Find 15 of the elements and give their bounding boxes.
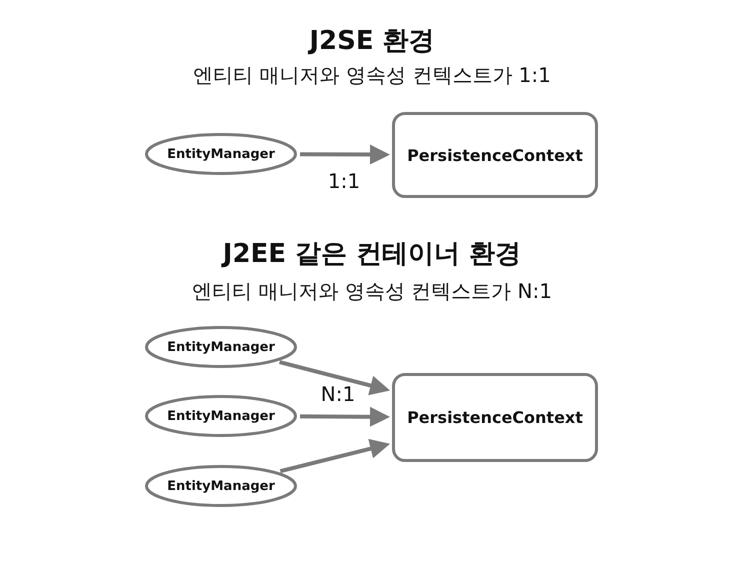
- oval-node: EntityManager: [145, 133, 297, 175]
- oval-node: EntityManager: [145, 395, 297, 437]
- arrow: [300, 144, 390, 165]
- oval-node: EntityManager: [145, 326, 297, 368]
- rounded-box: PersistenceContext: [392, 112, 598, 198]
- rounded-box: PersistenceContext: [392, 373, 598, 462]
- ratio-label: N:1: [320, 383, 356, 406]
- arrow: [300, 406, 390, 427]
- arrow: [279, 360, 390, 396]
- oval-node: EntityManager: [145, 465, 297, 507]
- subtitle: 엔티티 매니저와 영속성 컨텍스트가 N:1: [192, 280, 552, 303]
- heading: J2SE 환경: [309, 27, 435, 57]
- heading: J2EE 같은 컨테이너 환경: [222, 240, 522, 270]
- arrow: [280, 438, 390, 474]
- subtitle: 엔티티 매니저와 영속성 컨텍스트가 1:1: [193, 64, 551, 87]
